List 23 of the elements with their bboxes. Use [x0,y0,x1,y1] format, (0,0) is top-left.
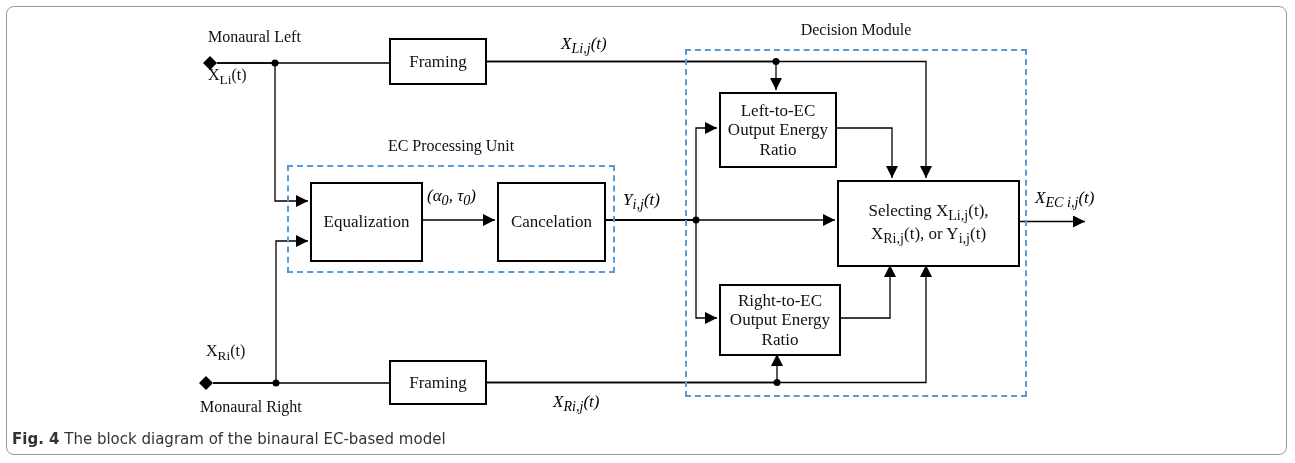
group-title: Decision Module [799,21,913,39]
edge-label: X$_{Li,j}$(t) [560,34,608,58]
terminal-label: X$_{Ri}$(t) [206,342,246,365]
terminal-label: X$_{Li}$(t) [208,66,247,89]
process-box: Framing [389,38,487,85]
edge-label: X$_{EC i,j}$(t) [1034,188,1096,212]
figure-caption: Fig. 4 The block diagram of the binaural EC-based model [12,430,446,448]
input-terminal [199,376,213,390]
terminal-label: Monaural Left [208,28,301,46]
arrow [486,60,932,179]
terminal-label: Monaural Right [200,398,302,416]
process-box: Framing [389,360,487,405]
arrow [212,235,309,384]
edge-label: Y$_{i,j}$(t) [622,190,661,214]
edge-label: X$_{Ri,j}$(t) [552,392,601,416]
process-box: Cancelation [497,182,606,262]
process-box: Equalization [310,182,423,262]
input-terminal [203,56,217,70]
process-box: Selecting X$_{Li,j}$(t), X$_{Ri,j}$(t), or Y$_{i,j}$(t) [837,180,1020,267]
process-box: Right-to-EC Output Energy Ratio [719,284,841,356]
group-title: EC Processing Unit [386,137,516,155]
process-box: Left-to-EC Output Energy Ratio [719,92,837,168]
arrow [216,62,309,207]
